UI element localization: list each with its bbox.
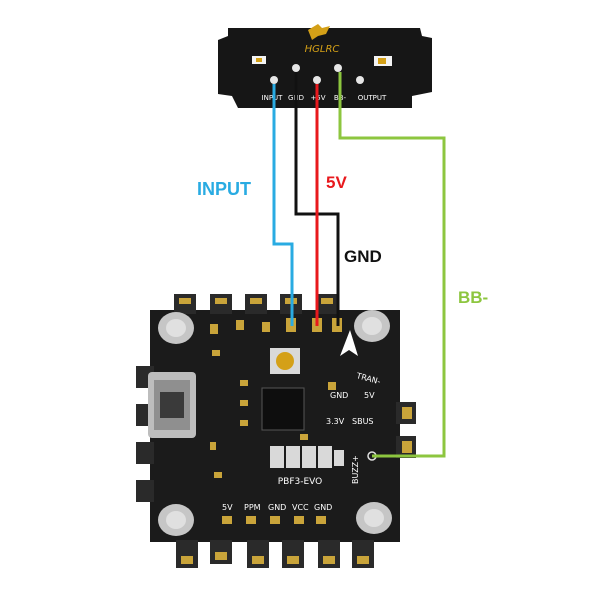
solder-pads xyxy=(270,446,344,468)
wire-label-input: INPUT xyxy=(197,179,251,199)
usb-port xyxy=(148,372,196,438)
wire-bb xyxy=(338,72,446,458)
wires xyxy=(272,72,446,458)
hglrc-logo: HGLRC xyxy=(305,24,340,55)
wire-input xyxy=(272,84,294,326)
orientation-arrow xyxy=(340,330,358,356)
fc-label-bottom-5v: 5V xyxy=(222,503,233,512)
fc-label-buzz: BUZZ+ xyxy=(351,455,360,484)
fc-label-ppm: PPM xyxy=(244,503,261,512)
boot-button xyxy=(270,348,300,374)
fc-label-gnd: GND xyxy=(330,391,348,400)
logo-text: HGLRC xyxy=(305,44,340,55)
mcu-chip xyxy=(261,387,305,431)
pin-label-output: OUTPUT xyxy=(358,94,387,102)
flight-controller: TRAN- GND 5V 3.3V SBUS BUZZ+ PBF3-EVO 5V… xyxy=(136,294,416,568)
buzzer-module: HGLRC INPUT GND +5V BB- OUTPUT xyxy=(218,24,432,108)
wire-label-gnd: GND xyxy=(344,247,382,266)
bottom-tabs xyxy=(176,540,374,568)
smd-pads xyxy=(210,320,336,478)
pin-label-input: INPUT xyxy=(262,94,284,102)
bottom-signal-pads xyxy=(222,516,326,524)
standoffs xyxy=(158,310,392,536)
fc-label-vcc: VCC xyxy=(292,503,309,512)
fc-label-bottom-gnd2: GND xyxy=(314,503,332,512)
fc-label-sbus: SBUS xyxy=(352,417,374,426)
fc-label-3v3: 3.3V xyxy=(326,417,345,426)
wire-label-bb: BB- xyxy=(458,288,488,307)
wire-label-5v: 5V xyxy=(326,173,347,192)
fc-label-5v: 5V xyxy=(364,391,375,400)
buzzer-pads xyxy=(270,64,364,84)
fc-model-label: PBF3-EVO xyxy=(278,477,323,487)
fc-label-bottom-gnd: GND xyxy=(268,503,286,512)
